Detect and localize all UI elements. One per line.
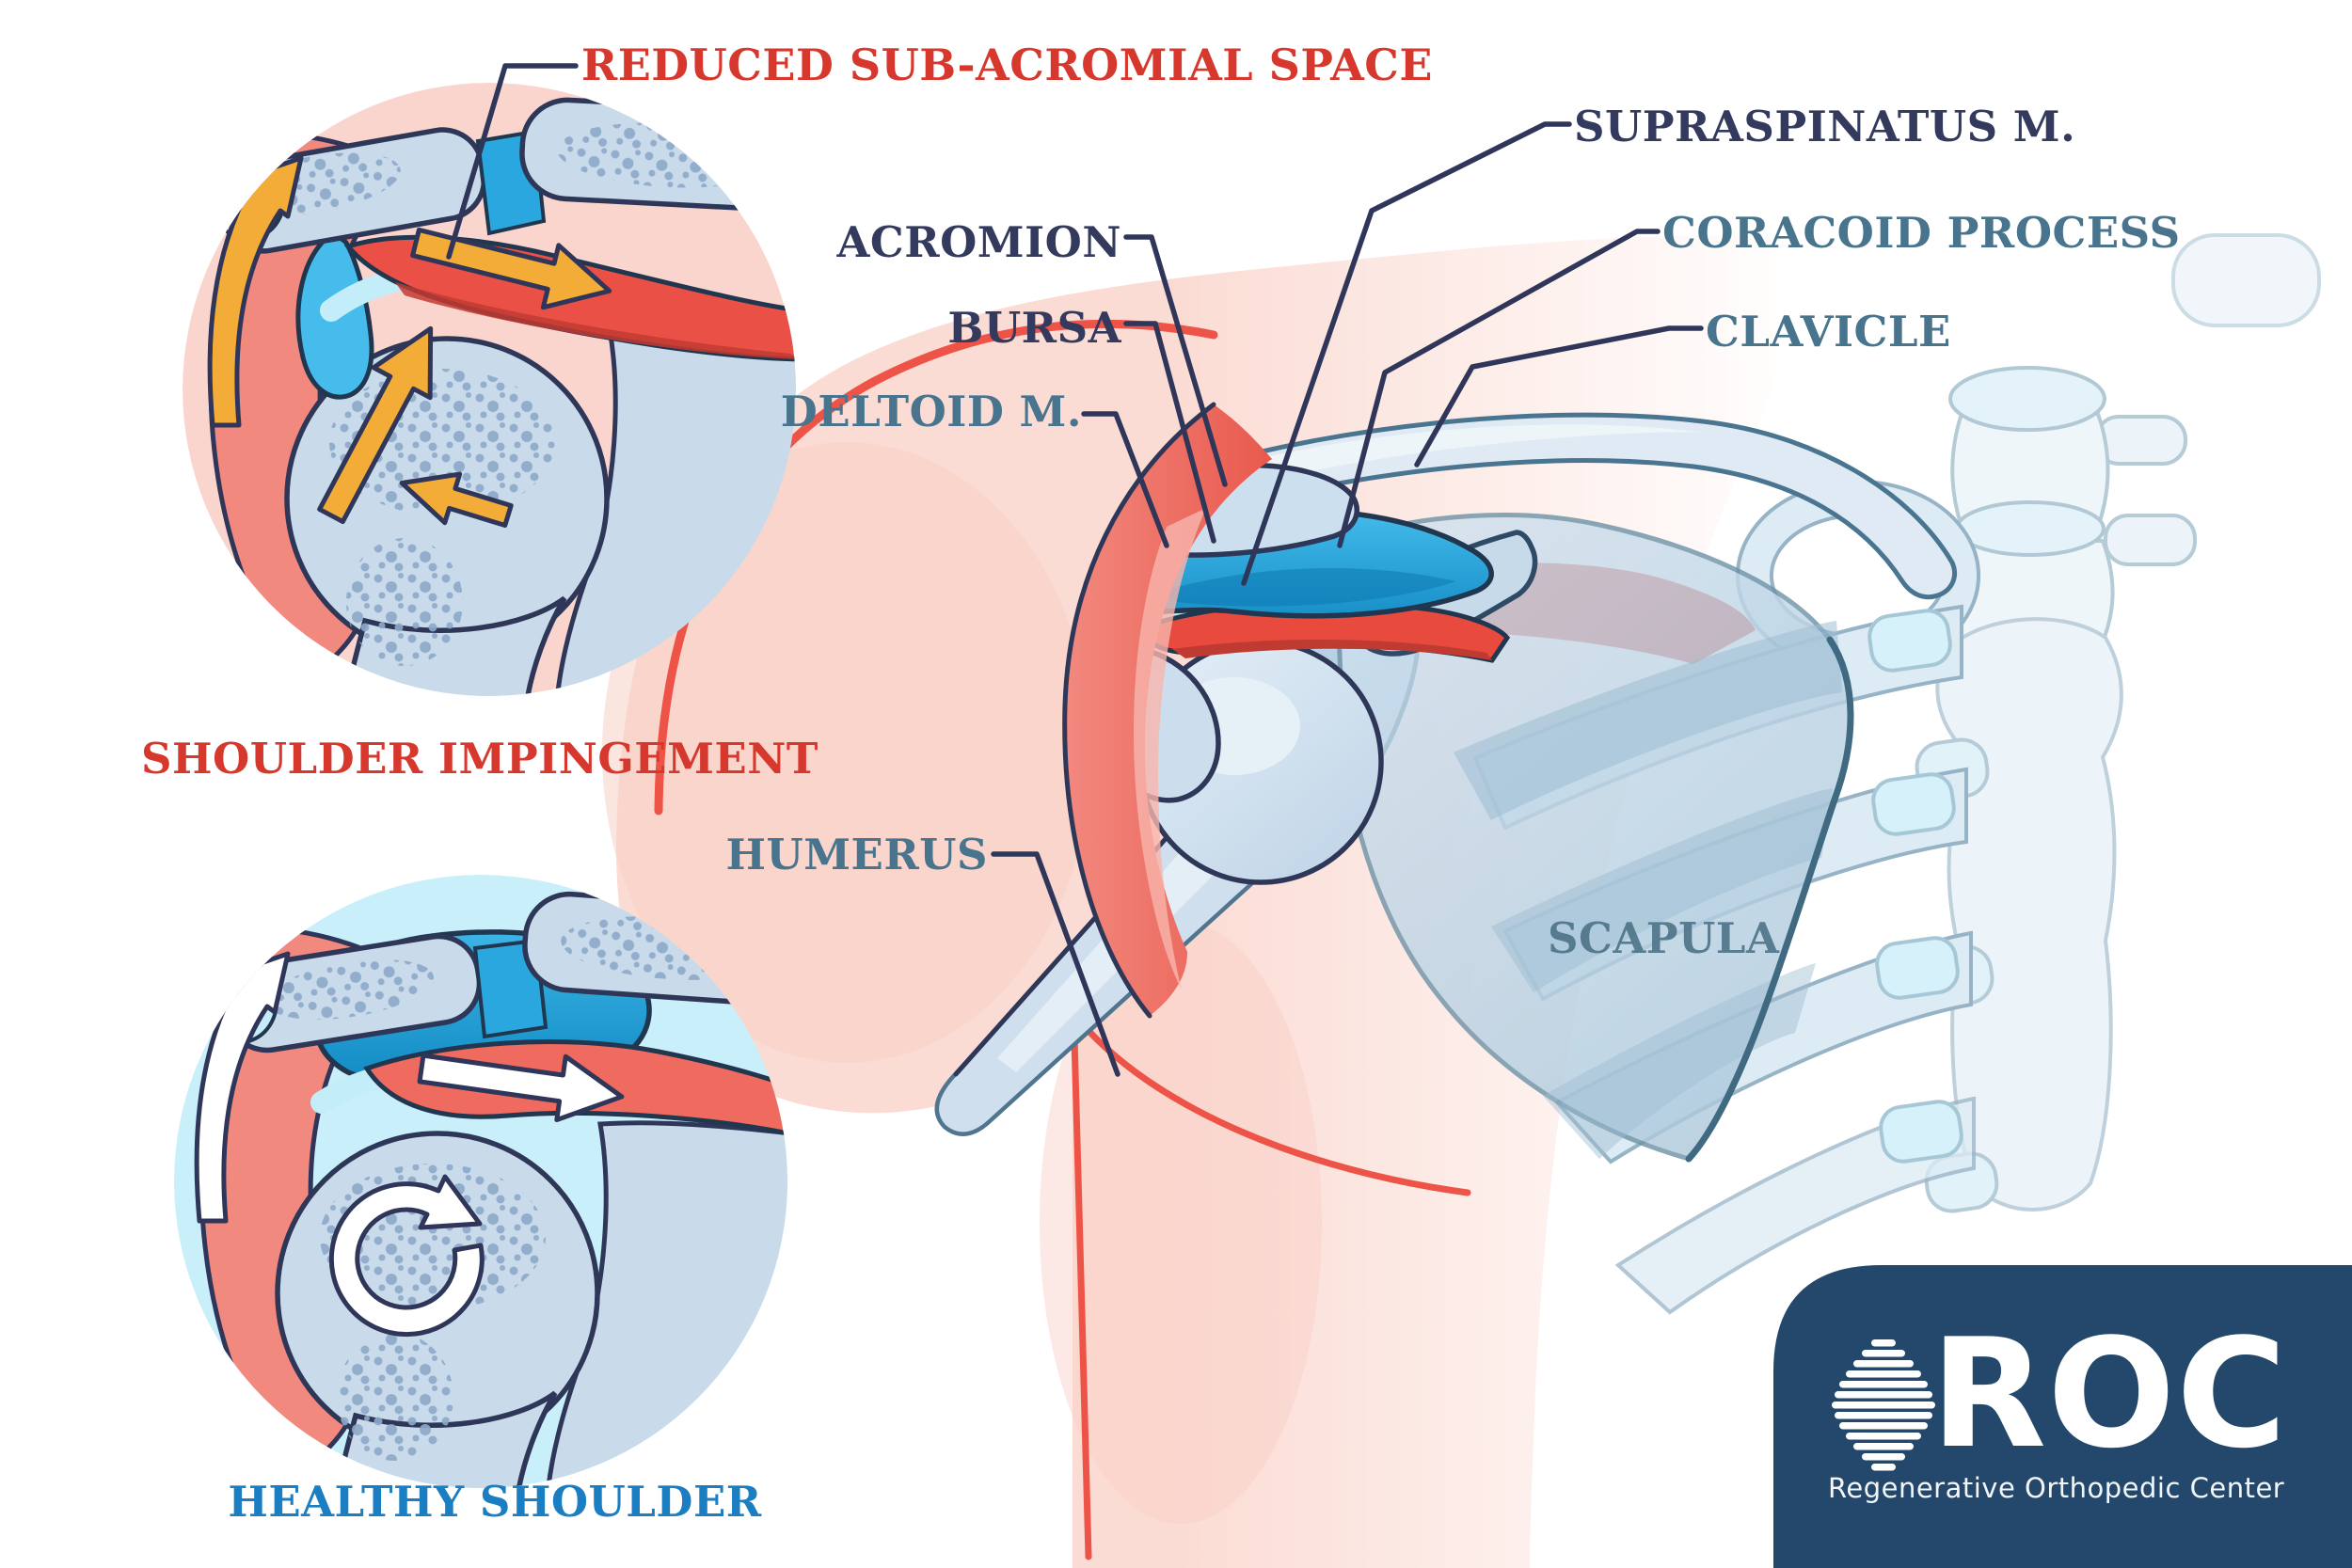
caption-shoulder-impingement: SHOULDER IMPINGEMENT	[141, 734, 818, 784]
scapula-bone	[1336, 513, 1854, 1163]
roc-diamond-icon	[1832, 1339, 1935, 1471]
leader-clavicle	[1414, 325, 1704, 467]
label-humerus: HUMERUS	[725, 830, 988, 879]
roc-logo-name: ROC	[1931, 1306, 2288, 1481]
label-supraspinatus: SUPRASPINATUS M.	[1574, 102, 2076, 151]
impingement-arrows	[207, 155, 612, 529]
main-shoulder-figure	[602, 233, 2321, 1568]
label-coracoid-process: CORACOID PROCESS	[1662, 208, 2181, 258]
leader-bursa	[1123, 321, 1216, 544]
label-scapula: SCAPULA	[1548, 913, 1780, 963]
healthy-arrows	[194, 951, 625, 1338]
leader-lines	[446, 63, 1704, 1077]
roc-logo-tagline: Regenerative Orthopedic Center	[1828, 1472, 2285, 1504]
callout-reduced-subacromial-space: REDUCED SUB-ACROMIAL SPACE	[581, 40, 1433, 90]
leader-reduced-subacromial	[446, 63, 579, 260]
leader-acromion	[1123, 234, 1228, 487]
spine-column	[1915, 233, 2321, 1213]
label-deltoid: DELTOID M.	[780, 387, 1082, 436]
caption-healthy-shoulder: HEALTHY SHOULDER	[228, 1477, 762, 1527]
label-clavicle: CLAVICLE	[1706, 307, 1951, 356]
leader-deltoid	[1081, 411, 1169, 548]
skin-outline	[654, 319, 1218, 816]
leader-supraspinatus	[1241, 121, 1572, 586]
leader-humerus	[991, 851, 1120, 1077]
roc-panel	[1773, 1265, 2352, 1568]
leader-coracoid	[1337, 229, 1661, 548]
label-acromion: ACROMION	[836, 217, 1121, 267]
label-bursa: BURSA	[947, 303, 1121, 353]
